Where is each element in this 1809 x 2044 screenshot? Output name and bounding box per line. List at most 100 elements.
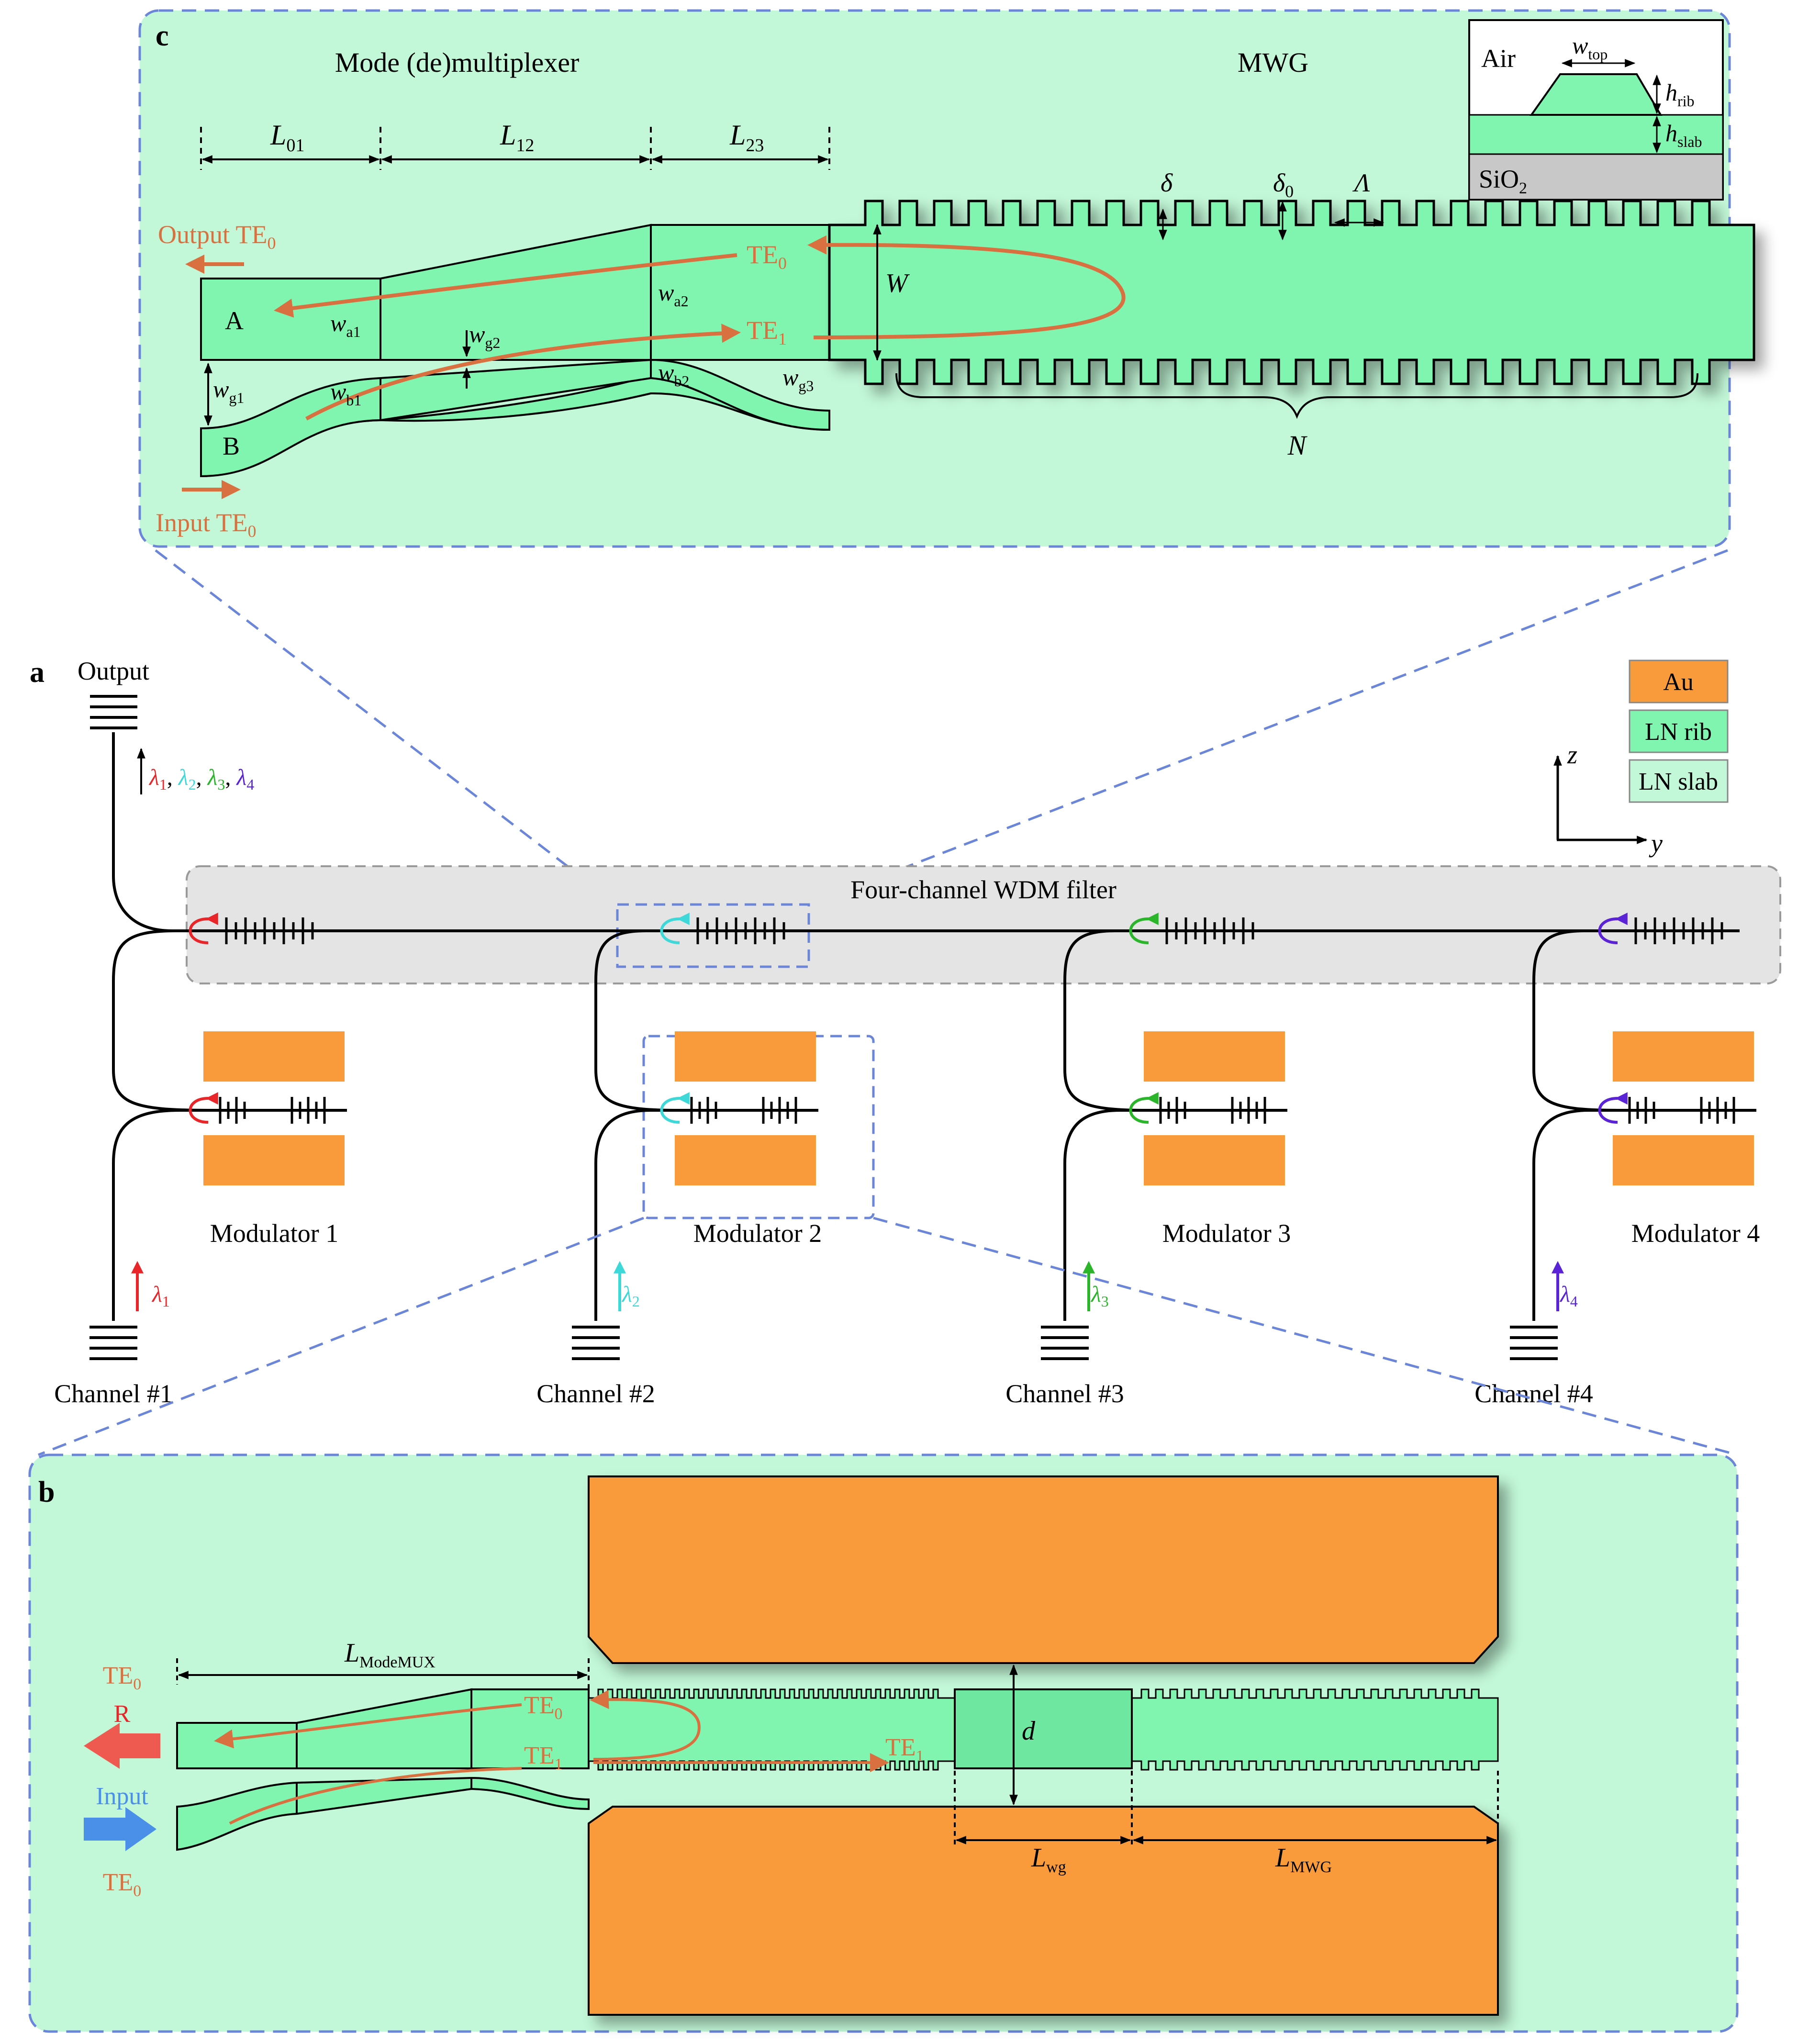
inset-wtop-label: wtop xyxy=(1572,32,1608,63)
input-arrow xyxy=(84,1807,156,1851)
modulator-electrode-bottom xyxy=(1144,1135,1285,1185)
l-modemux-label: LModeMUX xyxy=(344,1638,436,1671)
channel-grating-coupler xyxy=(89,1326,137,1360)
waveguide-a xyxy=(200,278,381,361)
mwg-title: MWG xyxy=(1238,47,1308,78)
channel-4 xyxy=(1510,912,1756,1360)
beam-paths xyxy=(274,235,1126,421)
modulator-2-label: Modulator 2 xyxy=(693,1219,822,1248)
modulator-grating xyxy=(1159,1097,1266,1124)
te0-top-label: TE0 xyxy=(103,1662,142,1693)
filter-grating xyxy=(225,917,314,944)
channel-4-label: Channel #4 xyxy=(1474,1379,1593,1408)
te0-b-label: TE0 xyxy=(524,1692,563,1723)
modulator-grating xyxy=(1628,1097,1735,1124)
L12-label: L12 xyxy=(500,119,534,156)
channel-3-label: Channel #3 xyxy=(1005,1379,1124,1408)
l-mwg-label: LMWG xyxy=(1275,1843,1332,1876)
legend-lnrib: LN rib xyxy=(1645,718,1712,746)
inset-hslab-label: hslab xyxy=(1665,120,1702,150)
input-te-label: Input TE0 xyxy=(156,508,256,541)
inset-sio2-label: SiO2 xyxy=(1479,165,1527,197)
filter-reflection-arrow xyxy=(189,912,218,944)
zoom-lines-c xyxy=(155,549,1728,906)
W-label: W xyxy=(885,268,910,298)
channel-circuits xyxy=(89,912,1756,1360)
r-label: R xyxy=(114,1700,131,1728)
axis-y-label: y xyxy=(1649,829,1663,858)
wdm-filter-label: Four-channel WDM filter xyxy=(850,875,1117,904)
channel-2 xyxy=(572,912,818,1360)
modulator-electrode-bottom xyxy=(1613,1135,1754,1185)
panel-c-label: c xyxy=(156,20,169,52)
gap-arrows xyxy=(204,223,882,426)
l-wg-label: Lwg xyxy=(1031,1843,1066,1876)
output-waveguide xyxy=(112,732,173,932)
wg3-label: wg3 xyxy=(782,364,814,394)
modulator-grating xyxy=(219,1097,326,1124)
axes-icon xyxy=(1553,755,1648,844)
modulator-electrode-bottom xyxy=(203,1135,345,1185)
mwg-body-c xyxy=(828,200,1755,385)
output-grating-coupler xyxy=(90,695,137,729)
channel-3 xyxy=(1041,912,1287,1360)
label-B: B xyxy=(223,432,240,460)
mwg-section-right xyxy=(1131,1688,1499,1771)
cross-section-inset xyxy=(1468,19,1724,201)
beam-paths-b xyxy=(214,1690,889,1825)
input-waveguide xyxy=(1063,1109,1120,1321)
mux-title: Mode (de)multiplexer xyxy=(335,47,580,78)
te1-beam-label: TE1 xyxy=(747,316,787,348)
modulator-electrode-top xyxy=(203,1031,345,1082)
inset-hrib-label: hrib xyxy=(1665,79,1695,110)
wb2-label: wb2 xyxy=(658,359,689,390)
filter-reflection-arrow xyxy=(1129,912,1159,944)
modulator-electrode-top xyxy=(1144,1031,1285,1082)
drop-waveguide xyxy=(594,929,680,1112)
N-label: N xyxy=(1287,430,1308,461)
drop-waveguide xyxy=(112,929,209,1112)
modulator-4-label: Modulator 4 xyxy=(1631,1219,1760,1248)
te0-beam-label: TE0 xyxy=(747,240,787,273)
inset-air-label: Air xyxy=(1481,44,1516,73)
input-b-label: Input xyxy=(96,1783,148,1810)
modulator-3-label: Modulator 3 xyxy=(1162,1219,1291,1248)
section-dimensions xyxy=(954,1771,1499,1847)
d-label: d xyxy=(1022,1716,1036,1746)
channel-2-label: Channel #2 xyxy=(536,1379,655,1408)
te1-b-out-label: TE1 xyxy=(885,1734,924,1765)
zoom-lines-b xyxy=(38,1217,1738,1456)
mwg-grating xyxy=(828,200,1755,385)
lambda4-label: λ4 xyxy=(1559,1282,1578,1310)
legend-lnslab-swatch xyxy=(1629,759,1729,803)
channel-1-label: Channel #1 xyxy=(54,1379,172,1408)
reflected-arrow xyxy=(84,1723,160,1769)
waveguide-b-body xyxy=(200,358,830,478)
lambda3-label: λ3 xyxy=(1090,1282,1109,1310)
legend-lnslab: LN slab xyxy=(1639,768,1718,795)
output-label: Output xyxy=(78,657,149,685)
panel-a: a Output Four-channel WDM filter Au LN r… xyxy=(30,656,1781,1408)
lambda-period-label: Λ xyxy=(1352,168,1370,197)
wdm-filter-panel xyxy=(186,865,1781,984)
delta-label: δ xyxy=(1161,168,1173,197)
channel-grating-coupler xyxy=(1510,1326,1558,1360)
wa1-label: wa1 xyxy=(330,310,361,340)
straight-waveguide-region xyxy=(954,1688,1133,1769)
input-waveguide xyxy=(594,1109,651,1321)
wb1-label: wb1 xyxy=(330,378,361,409)
filter-grating xyxy=(696,917,785,944)
te0-bottom-label: TE0 xyxy=(103,1869,142,1900)
delta0-label: δ0 xyxy=(1273,168,1294,201)
modemux-dimension xyxy=(176,1658,590,1689)
panel-a-label: a xyxy=(30,656,45,689)
modulator-reflection-arrow xyxy=(1129,1092,1159,1124)
modulator-grating xyxy=(690,1097,797,1124)
modulator-1-label: Modulator 1 xyxy=(210,1219,338,1248)
grating-dim-arrows xyxy=(1159,201,1385,241)
lambda1-label: λ1 xyxy=(151,1282,170,1310)
modulator-reflection-arrow xyxy=(189,1092,218,1124)
drop-waveguide xyxy=(1063,929,1149,1112)
L01-label: L01 xyxy=(270,119,304,156)
